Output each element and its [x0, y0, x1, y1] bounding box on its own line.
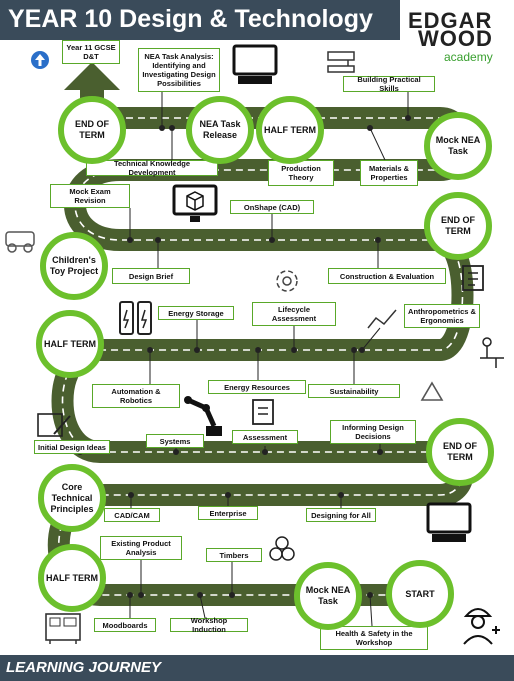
milestone-nea-task-release: NEA Task Release — [186, 96, 254, 164]
clipboard-checklist-icon — [462, 265, 484, 291]
topic-energy-resources: Energy Resources — [208, 380, 306, 394]
year11-label: Year 11 GCSE D&T — [62, 40, 120, 64]
page-title: YEAR 10 Design & Technology — [8, 5, 373, 33]
topic-assessment: Assessment — [232, 430, 298, 444]
topic-lifecycle: Lifecycle Assessment — [252, 302, 336, 326]
topic-automation: Automation & Robotics — [92, 384, 180, 408]
computer-monitor-icon — [232, 44, 278, 84]
person-at-desk-icon — [480, 337, 504, 368]
timber-logs-icon — [269, 536, 295, 561]
milestone-end-of-term-1: END OF TERM — [58, 96, 126, 164]
milestone-mock-nea-1: Mock NEA Task — [424, 112, 492, 180]
worker-hard-hat-icon — [463, 608, 500, 645]
moodboard-icon — [45, 613, 81, 644]
topic-informing: Informing Design Decisions — [330, 420, 416, 444]
sewing-machine-icon — [327, 51, 355, 73]
topic-mock-exam: Mock Exam Revision — [50, 184, 130, 208]
logo-line-1: EDGAR — [408, 8, 493, 33]
footer-label: LEARNING JOURNEY — [6, 659, 162, 676]
recycle-icon — [420, 381, 444, 401]
milestone-end-of-term-2: END OF TERM — [424, 192, 492, 260]
academy-logo: EDGAR WOOD academy — [408, 10, 508, 70]
toy-car-icon — [5, 231, 35, 253]
topic-energy-storage: Energy Storage — [158, 306, 234, 320]
up-arrow-icon — [31, 51, 49, 69]
recycle-gear-icon — [276, 270, 298, 292]
milestone-half-term-3: HALF TERM — [38, 544, 106, 612]
milestone-end-of-term-3: END OF TERM — [426, 418, 494, 486]
logo-line-3: academy — [444, 50, 493, 64]
milestone-start: START — [386, 560, 454, 628]
topic-designing-for-all: Designing for All — [306, 508, 376, 522]
topic-materials-properties: Materials & Properties — [360, 160, 418, 186]
computer-monitor-icon-2 — [426, 502, 472, 542]
connectors — [79, 92, 409, 627]
topic-onshape: OnShape (CAD) — [230, 200, 314, 214]
topic-workshop-induction: Workshop Induction — [170, 616, 248, 634]
topic-anthropometrics: Anthropometrics & Ergonomics — [404, 304, 480, 328]
measurement-graph-icon — [367, 309, 397, 329]
3d-cube-monitor-icon — [172, 184, 218, 222]
connector-dots — [77, 115, 411, 598]
assessment-clipboard-icon — [252, 399, 274, 425]
milestone-mock-nea-2: Mock NEA Task — [294, 562, 362, 630]
topic-building-skills: Building Practical Skills — [343, 75, 435, 93]
footer-bar: LEARNING JOURNEY — [0, 655, 514, 681]
topic-health-safety: Health & Safety in the Workshop — [320, 626, 428, 650]
title-bar: YEAR 10 Design & Technology — [0, 0, 400, 40]
topic-nea-analysis: NEA Task Analysis: Identifying and Inves… — [138, 48, 220, 92]
topic-sustainability: Sustainability — [308, 384, 400, 398]
road-arrow — [64, 62, 120, 100]
milestone-half-term-1: HALF TERM — [256, 96, 324, 164]
topic-enterprise: Enterprise — [198, 506, 258, 520]
topic-moodboards: Moodboards — [94, 618, 156, 632]
topic-timbers: Timbers — [206, 548, 262, 562]
milestone-core-principles: Core Technical Principles — [38, 464, 106, 532]
topic-technical-knowledge: Technical Knowledge Development — [86, 159, 218, 177]
topic-construction: Construction & Evaluation — [328, 268, 446, 284]
topic-existing-product: Existing Product Analysis — [100, 536, 182, 560]
milestone-half-term-2: HALF TERM — [36, 310, 104, 378]
topic-design-brief: Design Brief — [112, 268, 190, 284]
topic-initial-ideas: Initial Design Ideas — [34, 440, 110, 454]
topic-production-theory: Production Theory — [268, 160, 334, 186]
topic-cad-cam: CAD/CAM — [104, 508, 160, 522]
battery-icon — [119, 301, 152, 335]
milestone-childrens-toy: Children's Toy Project — [40, 232, 108, 300]
robot-arm-icon — [184, 396, 222, 436]
logo-line-2: WOOD — [418, 26, 493, 51]
design-sketch-icon — [37, 413, 71, 437]
topic-systems: Systems — [146, 434, 204, 448]
